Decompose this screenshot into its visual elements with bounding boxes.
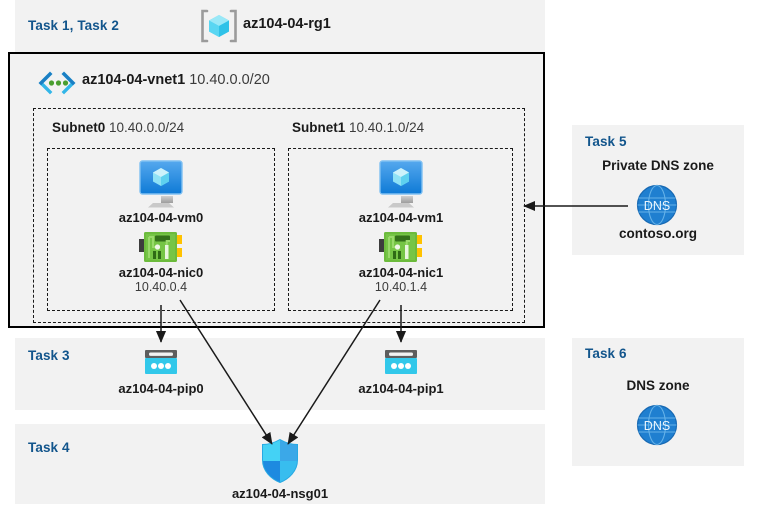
- vnet-title: az104-04-vnet1 10.40.0.0/20: [82, 72, 270, 88]
- task-label-dns-zone: Task 6: [585, 346, 627, 361]
- node-vm1: az104-04-vm1: [341, 158, 461, 225]
- vnet-name: az104-04-vnet1: [82, 72, 186, 88]
- dns-zone-heading: DNS zone: [626, 378, 690, 393]
- subnet1-title: Subnet1 10.40.1.0/24: [292, 120, 424, 135]
- vnet-address-space: 10.40.0.0/20: [189, 72, 270, 88]
- vnet-container: [8, 52, 545, 328]
- subnet0-cidr: 10.40.0.0/24: [109, 120, 185, 135]
- subnet0-title: Subnet0 10.40.0.0/24: [52, 120, 184, 135]
- pip0-label: az104-04-pip0: [118, 381, 204, 396]
- vm1-label: az104-04-vm1: [358, 210, 444, 225]
- node-nic0: az104-04-nic0 10.40.0.4: [101, 229, 221, 295]
- task-label-private-dns-zone: Task 5: [585, 134, 627, 149]
- dns-icon-text: DNS: [644, 199, 670, 213]
- node-nsg: az104-04-nsg01: [220, 438, 340, 501]
- vm0-label: az104-04-vm0: [118, 210, 204, 225]
- dns-zone-icon: DNS: [630, 184, 684, 226]
- node-pip0: az104-04-pip0: [101, 348, 221, 396]
- public-ip-address-icon: [341, 348, 461, 378]
- nic1-label: az104-04-nic1: [358, 265, 444, 280]
- resource-group-icon: [200, 8, 238, 44]
- node-nic1: az104-04-nic1 10.40.1.4: [341, 229, 461, 295]
- dns-icon-text: DNS: [644, 419, 670, 433]
- virtual-machine-icon: [101, 158, 221, 210]
- subnet1-name: Subnet1: [292, 120, 346, 135]
- virtual-machine-icon: [341, 158, 461, 210]
- network-security-group-icon: [220, 438, 340, 484]
- private-dns-zone-heading: Private DNS zone: [602, 158, 714, 173]
- task-label-resource-group: Task 1, Task 2: [28, 18, 119, 33]
- private-dns-zone-name: contoso.org: [619, 226, 697, 241]
- nic1-private-ip: 10.40.1.4: [374, 280, 428, 294]
- resource-group-name: az104-04-rg1: [243, 16, 331, 32]
- network-interface-icon: [341, 229, 461, 265]
- node-pip1: az104-04-pip1: [341, 348, 461, 396]
- nic0-label: az104-04-nic0: [118, 265, 204, 280]
- virtual-network-icon: [38, 71, 76, 95]
- task-label-public-ip: Task 3: [28, 348, 70, 363]
- dns-zone-icon: DNS: [630, 404, 684, 446]
- task-label-nsg: Task 4: [28, 440, 70, 455]
- node-vm0: az104-04-vm0: [101, 158, 221, 225]
- resource-group-panel: [15, 0, 545, 52]
- public-ip-address-icon: [101, 348, 221, 378]
- subnet0-name: Subnet0: [52, 120, 106, 135]
- public-ip-panel: [15, 338, 545, 410]
- network-interface-icon: [101, 229, 221, 265]
- nic0-private-ip: 10.40.0.4: [134, 280, 188, 294]
- subnet1-cidr: 10.40.1.0/24: [349, 120, 425, 135]
- nsg-label: az104-04-nsg01: [231, 486, 329, 501]
- pip1-label: az104-04-pip1: [358, 381, 444, 396]
- subnets-wrapper: [33, 108, 525, 323]
